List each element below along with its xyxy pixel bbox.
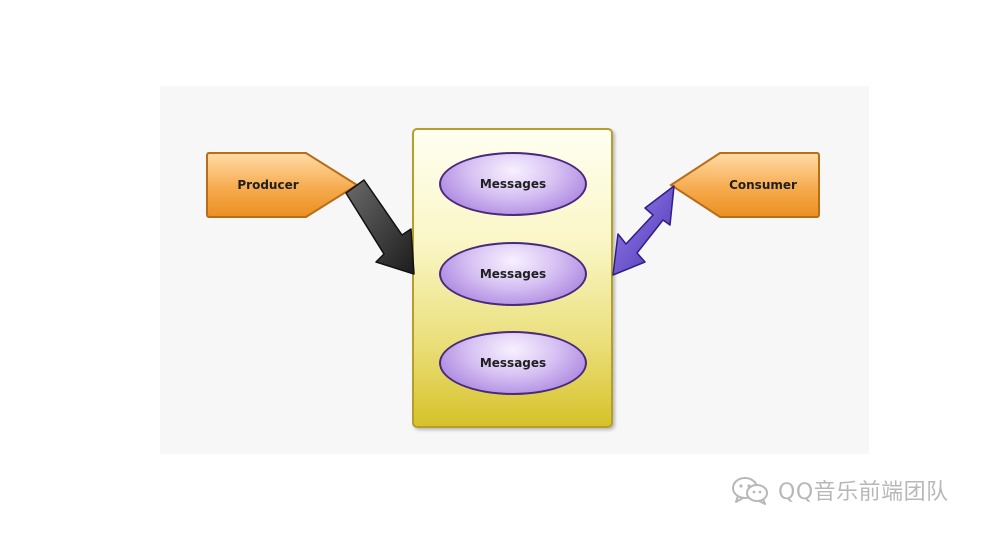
consumer-double-arrow bbox=[612, 185, 675, 276]
message-label: Messages bbox=[479, 356, 547, 370]
producer-label: Producer bbox=[237, 178, 299, 192]
consumer-shape bbox=[669, 152, 820, 218]
wechat-icon bbox=[732, 477, 768, 505]
consumer-node: Consumer bbox=[669, 151, 821, 219]
message-ellipse: Messages bbox=[439, 331, 587, 395]
producer-node: Producer bbox=[205, 151, 359, 219]
message-label: Messages bbox=[479, 177, 547, 191]
producer-arrow bbox=[345, 179, 415, 275]
producer-shape bbox=[206, 152, 359, 218]
consumer-label: Consumer bbox=[729, 178, 797, 192]
message-ellipse: Messages bbox=[439, 242, 587, 306]
watermark: QQ音乐前端团队 bbox=[730, 474, 949, 506]
watermark-text: QQ音乐前端团队 bbox=[778, 480, 949, 505]
message-ellipse: Messages bbox=[439, 152, 587, 216]
message-label: Messages bbox=[479, 267, 547, 281]
